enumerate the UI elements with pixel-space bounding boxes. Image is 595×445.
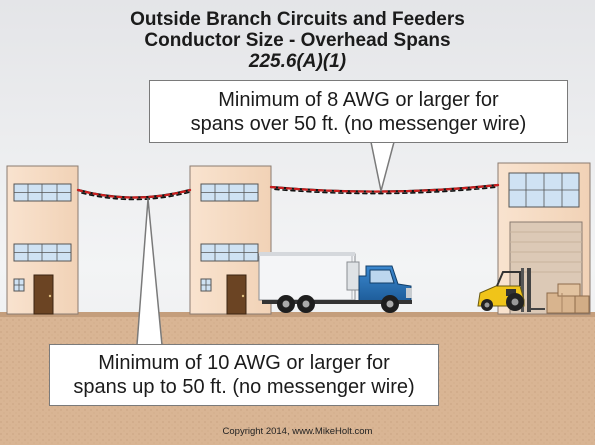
callout-top-line-2: spans over 50 ft. (no messenger wire): [190, 113, 527, 135]
building-left-icon: [6, 165, 79, 315]
callout-top-line-1: Minimum of 8 AWG or larger for: [218, 89, 499, 111]
callout-spans-up-to-50ft: Minimum of 10 AWG or larger for spans up…: [49, 344, 439, 406]
building-middle-icon: [189, 165, 272, 315]
cardboard-boxes-icon: [546, 283, 590, 314]
copyright-notice: Copyright 2014, www.MikeHolt.com: [222, 426, 373, 437]
twisted-conductors-icon: [76, 183, 500, 201]
box-truck-icon: [258, 252, 412, 313]
callout-bottom-line-2: spans up to 50 ft. (no messenger wire): [73, 376, 415, 398]
title-line-2: Conductor Size - Overhead Spans: [144, 30, 451, 51]
code-reference: 225.6(A)(1): [248, 51, 347, 72]
callout-bottom-line-1: Minimum of 10 AWG or larger for: [98, 352, 390, 374]
forklift-icon: [477, 268, 545, 312]
callout-pointer-top: [370, 140, 395, 192]
callout-pointer-bottom: [136, 198, 163, 346]
callout-spans-over-50ft: Minimum of 8 AWG or larger for spans ove…: [149, 80, 568, 143]
title-line-1: Outside Branch Circuits and Feeders: [130, 9, 465, 30]
